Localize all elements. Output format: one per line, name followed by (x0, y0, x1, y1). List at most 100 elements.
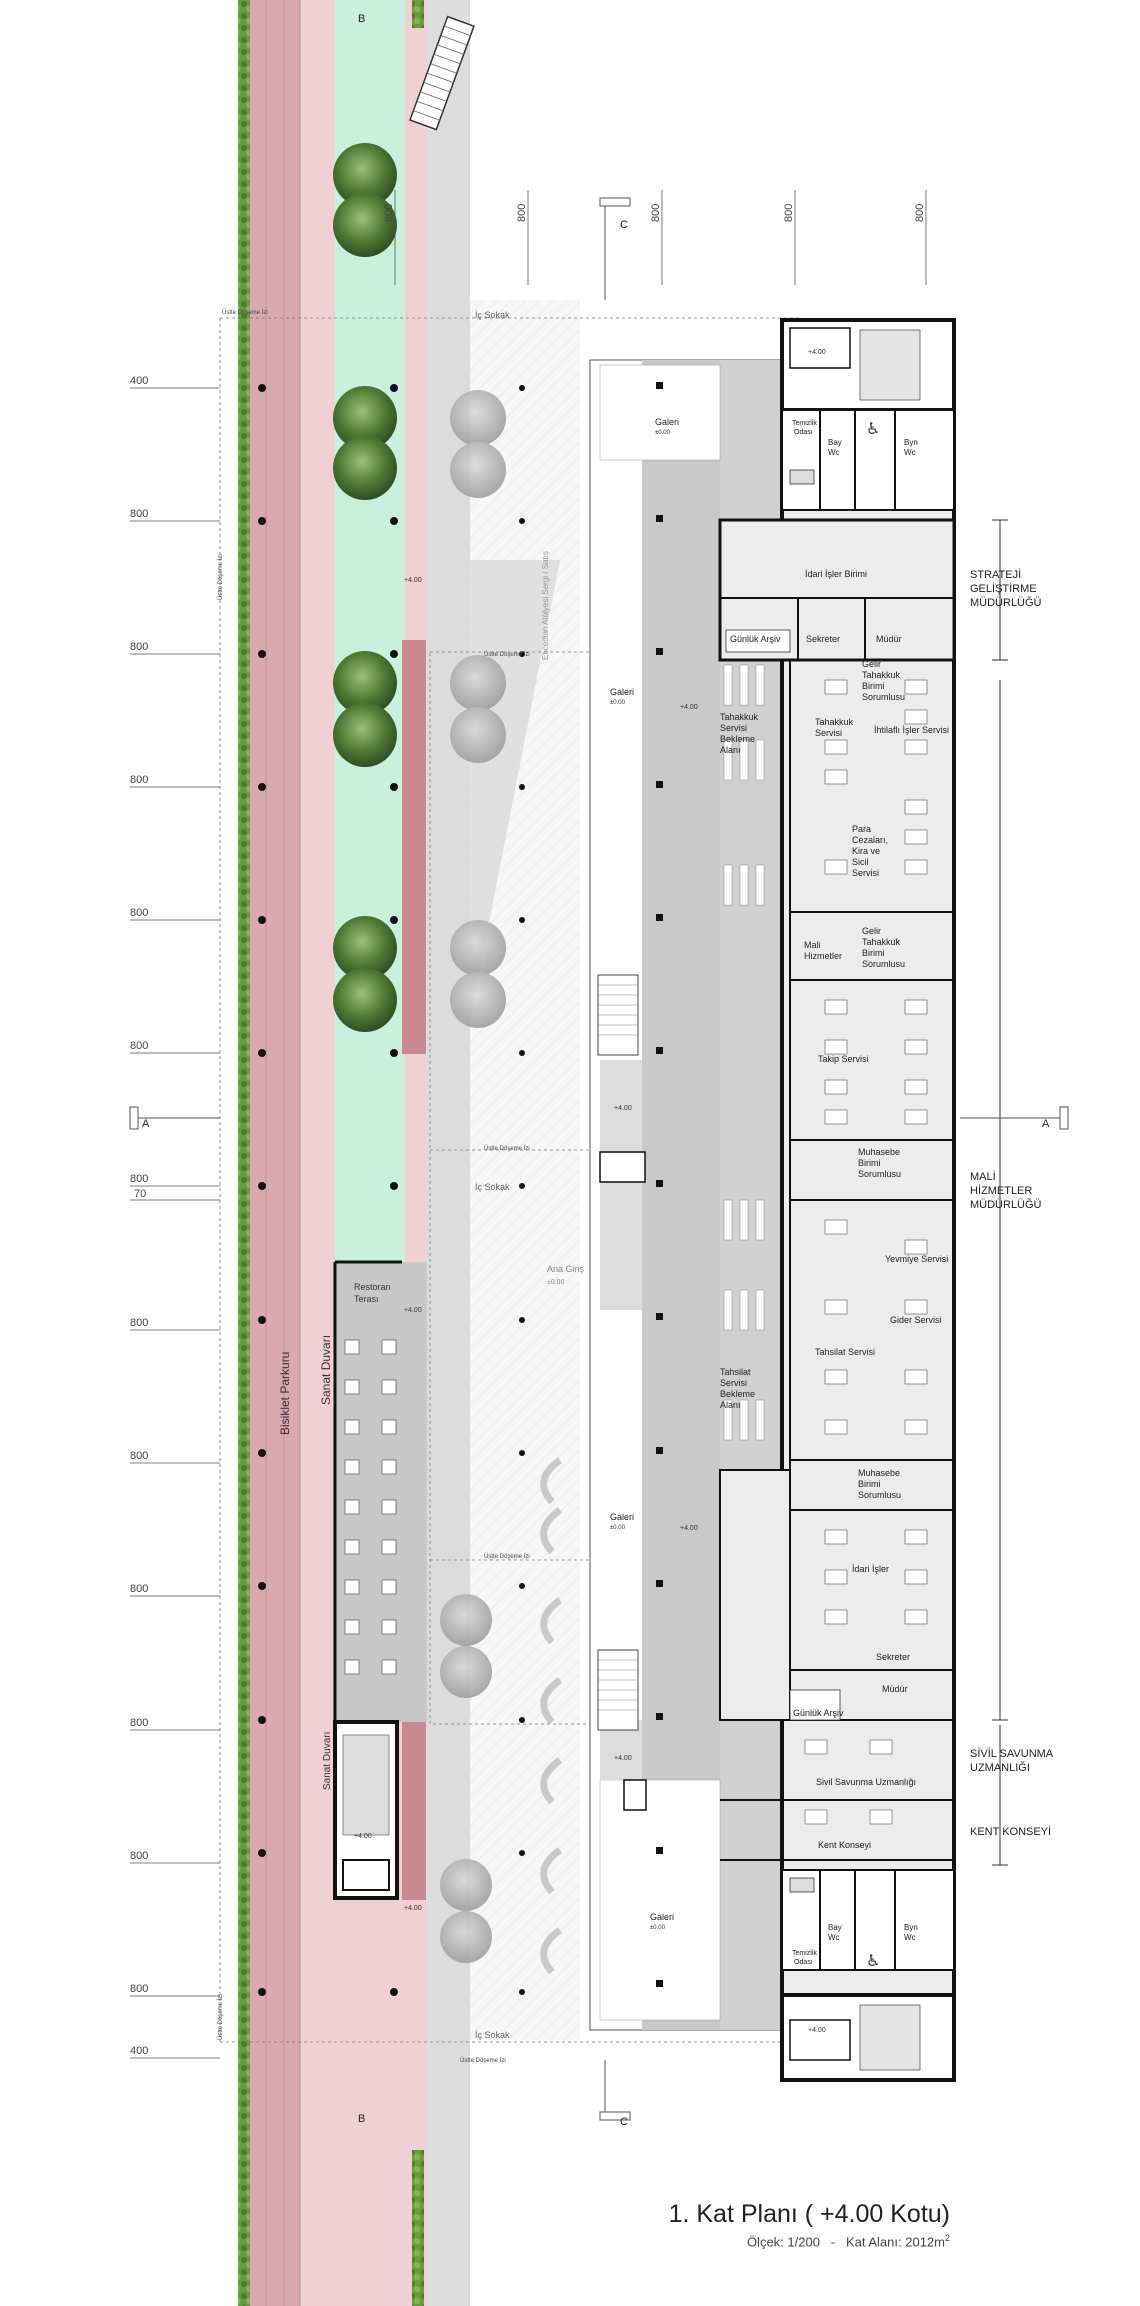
gallery-level: ±0.00 (650, 1925, 666, 1931)
dept-finance-label-2: HİZMETLER (970, 1184, 1032, 1197)
gallery-label: Galeri (655, 417, 679, 427)
dim-label: 400 (130, 2045, 148, 2057)
section-lines (129, 197, 1069, 2121)
dept-civil-defense-label: SİVİL SAVUNMA (970, 1747, 1054, 1760)
upper-slab-label: Üstte Döşeme İzi (222, 309, 268, 316)
daily-archive-label: Günlük Arşiv (730, 634, 781, 644)
collection-waiting-label: Bekleme (720, 1389, 755, 1399)
dim-label: 800 (130, 1317, 148, 1329)
external-stair (409, 15, 475, 131)
accounting-lead-label-2: Sorumlusu (858, 1490, 901, 1500)
hedge-top-right (412, 0, 424, 28)
dept-strategy-label-2: GELİŞTİRME (970, 582, 1037, 595)
collection-waiting-label: Alanı (720, 1400, 741, 1410)
fines-service-label: Sicil (852, 857, 869, 867)
restaurant-terrace-label: Restoran (354, 1282, 391, 1292)
men-wc-label-b-2: Wc (828, 1933, 840, 1942)
wheelchair-icon-2: ♿ (866, 1953, 880, 1970)
dept-finance-label-3: MÜDÜRLÜĞÜ (970, 1198, 1042, 1211)
office-block: ♿ ♿ (718, 318, 956, 2082)
dim-label: 800 (130, 1583, 148, 1595)
manager-label-2: Müdür (882, 1684, 908, 1694)
dim-label: 800 (130, 641, 148, 653)
wheelchair-icon: ♿ (866, 421, 880, 438)
accrual-service-label: Servisi (815, 728, 842, 738)
inner-street-label: İç Sokak (475, 310, 510, 320)
civil-defense-room-label: Sivil Savunma Uzmanlığı (816, 1777, 916, 1787)
cleaning-room-label: Temizlik (792, 420, 817, 427)
collection-service-label: Tahsilat Servisi (815, 1347, 875, 1357)
bike-lane-label: Bisiklet Parkuru (278, 1352, 292, 1435)
gallery-level: ±0.00 (610, 1525, 626, 1531)
financial-services-label: Hizmetler (804, 951, 842, 961)
art-wall-label-2: Sanat Duvarı (322, 1732, 333, 1790)
dim-label: 800 (130, 508, 148, 520)
accounting-lead-label-2: Birimi (858, 1479, 881, 1489)
hedge-strip (238, 0, 250, 2070)
curved-benches (540, 1457, 563, 1975)
dim-label: 800 (130, 907, 148, 919)
secretary-label: Sekreter (806, 634, 840, 644)
dim-label: 800 (130, 1040, 148, 1052)
cleaning-room-label-b-2: Odası (794, 1959, 813, 1966)
fines-service-label: Kira ve (852, 846, 880, 856)
separator: - (830, 2234, 836, 2250)
financial-services-label: Mali (804, 940, 821, 950)
level-label: +4.00 (404, 1307, 422, 1314)
section-mark-a-right: A (1042, 1118, 1050, 1130)
accrual-waiting-label: Servisi (720, 723, 747, 733)
gallery-label: Galeri (650, 1912, 674, 1922)
dim-label: 800 (130, 1717, 148, 1729)
gallery-level: ±0.00 (655, 430, 671, 436)
manager-label: Müdür (876, 634, 902, 644)
department-brackets (992, 519, 1008, 1866)
gallery-strip-label: Ebcedian Atölyesi Sergi / Satış (541, 551, 550, 660)
expense-service-label: Gider Servisi (890, 1315, 942, 1325)
top-dim-label: 800 (783, 204, 795, 222)
women-wc-label-b-2: Wc (904, 1933, 916, 1942)
collection-waiting-label: Servisi (720, 1378, 747, 1388)
accrual-waiting-label: Bekleme (720, 734, 755, 744)
dim-label: 800 (130, 1850, 148, 1862)
level-label: +4.00 (614, 1755, 632, 1762)
dim-label: 800 (130, 774, 148, 786)
dim-label: 400 (130, 375, 148, 387)
inner-street-label-3: İç Sokak (475, 2030, 510, 2040)
top-dim-label: 800 (383, 204, 395, 222)
men-wc-label-b: Bay (828, 1923, 842, 1932)
dept-finance-label: MALİ (970, 1170, 996, 1183)
women-wc-label-2: Wc (904, 448, 916, 457)
area-superscript: 2 (944, 2233, 950, 2243)
main-entrance-label: Ana Giriş (547, 1264, 585, 1274)
income-accrual-lead-label: Sorumlusu (862, 692, 905, 702)
upper-slab-label: Üstte Döşeme İzi (484, 1145, 530, 1152)
city-council-room-label: Kent Konseyi (818, 1840, 871, 1850)
follow-up-service-label: Takip Servisi (818, 1054, 869, 1064)
inner-street-label-2: İç Sokak (475, 1182, 510, 1192)
upper-slab-label: Üstte Döşeme İzi (484, 1553, 530, 1560)
dim-label: 800 (130, 1173, 148, 1185)
accrual-waiting-label: Tahakkuk (720, 712, 759, 722)
level-label: +4.00 (680, 704, 698, 711)
accrual-waiting-label: Alanı (720, 745, 741, 755)
tree-row-grey (440, 390, 506, 1963)
top-dim-label: 800 (516, 204, 528, 222)
plan-subtitle: Ölçek: 1/200 - Kat Alanı: 2012m2 (560, 2233, 950, 2249)
admin-affairs-label: İdari İşler (852, 1564, 889, 1574)
title-block: 1. Kat Planı ( +4.00 Kotu) Ölçek: 1/200 … (560, 2200, 950, 2249)
accounting-lead-label-2: Muhasebe (858, 1468, 900, 1478)
art-wall-label: Sanat Duvarı (319, 1335, 333, 1405)
accounting-lead-label: Birimi (858, 1158, 881, 1168)
dept-strategy-label: STRATEJİ (970, 568, 1021, 581)
daily-archive-label-2: Günlük Arşiv (793, 1708, 844, 1718)
level-label: +4.00 (680, 1525, 698, 1532)
income-accrual-lead-label-2: Tahakkuk (862, 937, 901, 947)
secretary-label-2: Sekreter (876, 1652, 910, 1662)
accrual-service-label: Tahakkuk (815, 717, 854, 727)
area-label: Kat Alanı: 2012m (845, 2234, 945, 2250)
dark-ramp-1 (402, 640, 426, 1054)
gallery-level: ±0.00 (610, 700, 626, 706)
section-mark-b-top: B (358, 13, 365, 25)
income-accrual-lead-label-2: Gelir (862, 926, 881, 936)
income-accrual-lead-label: Tahakkuk (862, 670, 901, 680)
